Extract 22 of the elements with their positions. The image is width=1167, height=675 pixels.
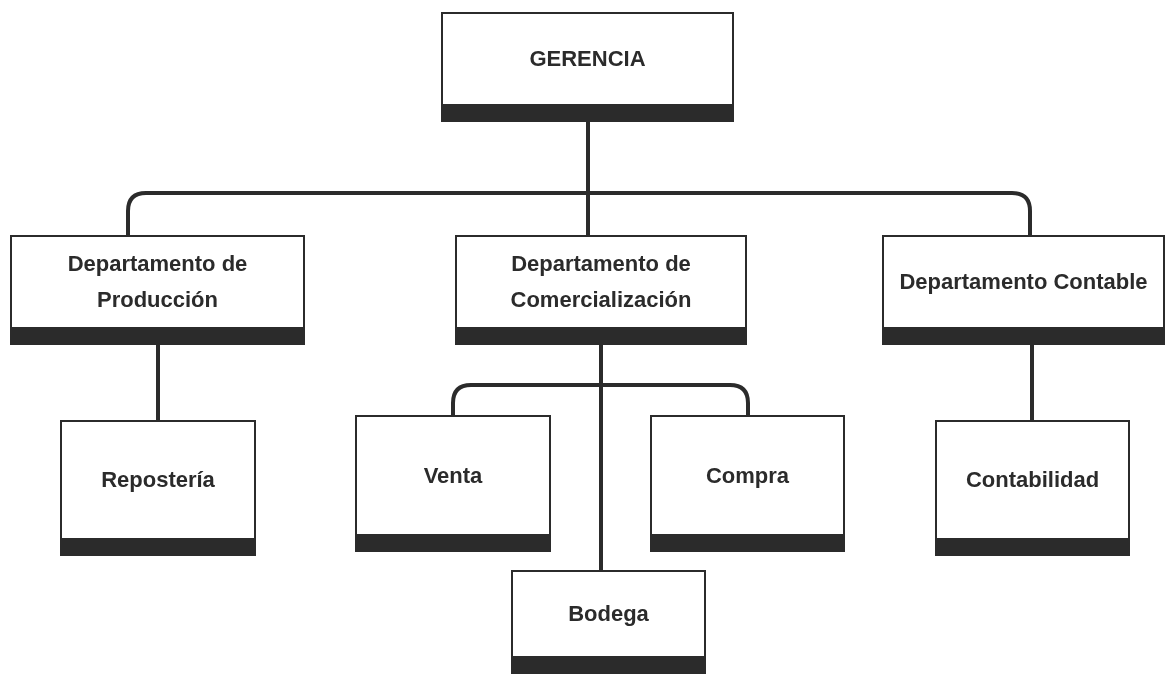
org-box: [455, 235, 747, 345]
connector-line: [599, 345, 603, 570]
connector-line: [586, 122, 1032, 235]
connector-line: [1030, 345, 1034, 420]
org-box: [10, 235, 305, 345]
box-label: Contabilidad: [965, 466, 1100, 494]
box-label: Departamento de Producción: [66, 250, 249, 314]
connector-line: [156, 345, 160, 420]
org-box: [511, 570, 706, 674]
org-box: [441, 12, 734, 122]
org-box: [650, 415, 845, 552]
box-label: Venta: [423, 461, 483, 490]
box-label: Compra: [705, 461, 790, 490]
box-label: GERENCIA: [529, 45, 646, 73]
org-box: [355, 415, 551, 552]
org-box: [882, 235, 1165, 345]
box-label: Repostería: [101, 466, 215, 494]
box-label: Departamento Contable: [899, 268, 1148, 296]
org-box: [935, 420, 1130, 556]
box-label: Departamento de Comercialización: [509, 250, 693, 314]
org-box: [60, 420, 256, 556]
box-label: Bodega: [568, 600, 649, 628]
